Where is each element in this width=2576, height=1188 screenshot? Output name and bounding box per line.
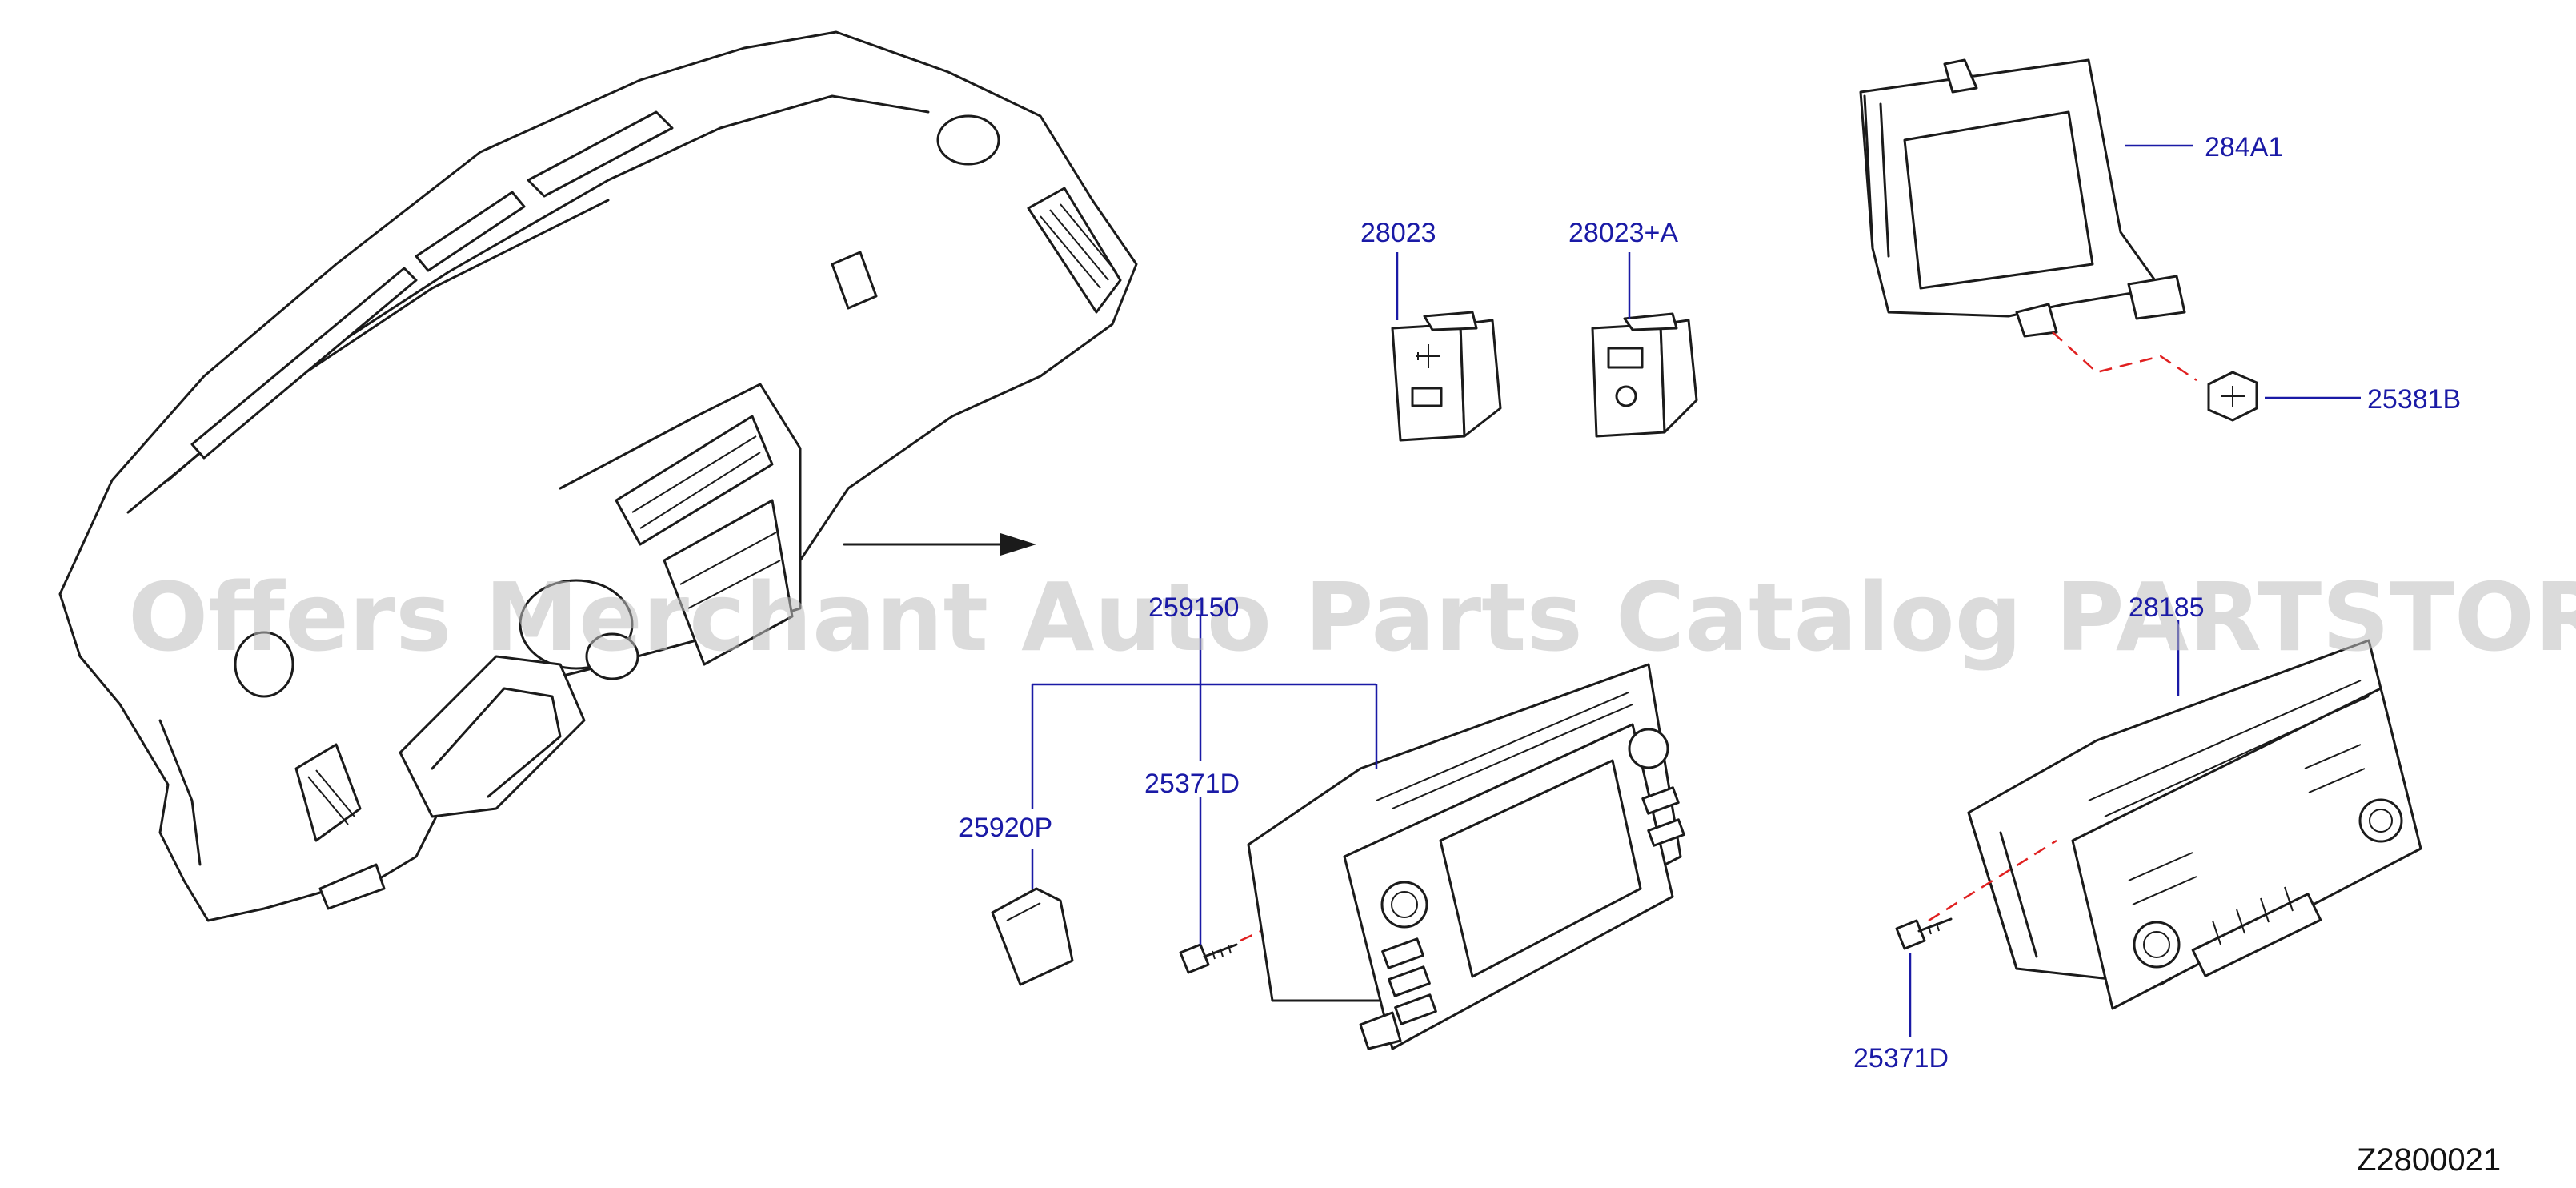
usb-port-a-illustration <box>1591 312 1698 438</box>
label-usb-port-a: 28023+A <box>1568 218 1678 248</box>
bracket-illustration <box>1859 58 2186 338</box>
diagram-code: Z2800021 <box>2357 1142 2501 1178</box>
label-bracket: 284A1 <box>2205 132 2283 163</box>
usb-port-illustration <box>1391 311 1502 442</box>
audio-unit-right-illustration <box>1967 639 2422 1010</box>
audio-unit-left-illustration <box>1247 663 1685 1050</box>
screw-left-illustration <box>1179 943 1238 974</box>
label-screw-left: 25371D <box>1144 769 1240 799</box>
label-audio-unit-left: 259150 <box>1148 592 1239 623</box>
label-usb-port: 28023 <box>1360 218 1436 248</box>
label-screw-right: 25371D <box>1853 1043 1949 1074</box>
dashboard-illustration <box>58 30 1138 922</box>
label-nut: 25381B <box>2367 384 2461 415</box>
label-audio-unit-right: 28185 <box>2129 592 2205 623</box>
screw-right-guide <box>1928 839 2057 922</box>
screw-right-illustration <box>1895 917 1953 950</box>
nut-illustration <box>2207 371 2258 422</box>
direction-arrow <box>843 533 1036 556</box>
watermark: Offers Merchant Auto Parts Catalog PARTS… <box>128 562 2576 672</box>
sd-card-illustration <box>991 887 1074 986</box>
label-sd-card: 25920P <box>959 813 1052 843</box>
leader-lines <box>1031 144 2361 1037</box>
bracket-fastener-guide <box>2052 331 2197 382</box>
